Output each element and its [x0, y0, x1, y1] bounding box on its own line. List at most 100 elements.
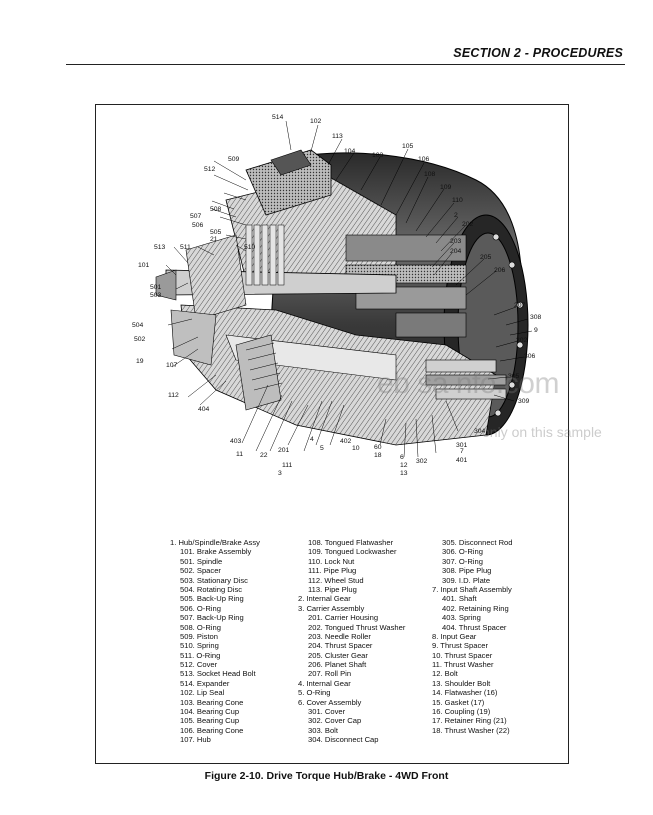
section-header: SECTION 2 - PROCEDURES [453, 46, 623, 60]
callout-5: 10 [352, 445, 360, 452]
legend-item: 513. Socket Head Bolt [180, 669, 256, 679]
legend-item: 506. O-Ring [180, 603, 221, 613]
legend-item: 401. Shaft [442, 594, 477, 604]
legend-item: 2. Internal Gear [298, 594, 351, 604]
brake-disc-pack [245, 224, 285, 286]
callout-109: 109 [440, 184, 452, 191]
callout-512: 509 [228, 156, 240, 163]
callout-303: 301 [456, 442, 468, 449]
legend-item: 403. Spring [442, 613, 481, 623]
figure-caption: Figure 2-10. Drive Torque Hub/Brake - 4W… [204, 770, 449, 782]
legend-item: 402. Retaining Ring [442, 603, 509, 613]
callout-302: 302 [516, 337, 528, 344]
legend-item: 308. Pipe Plug [442, 566, 492, 576]
legend-item: 8. Input Gear [432, 631, 477, 641]
legend-item: 207. Roll Pin [308, 669, 352, 679]
legend-item: 10. Thrust Spacer [432, 650, 493, 660]
legend-item: 3. Carrier Assembly [298, 603, 365, 613]
legend-item: 113. Pipe Plug [308, 584, 357, 594]
callout-509: 508 [210, 206, 222, 213]
callout-513: 101 [138, 262, 150, 269]
legend-item: 11. Thrust Washer [432, 660, 494, 670]
legend-item: 504. Rotating Disc [180, 584, 243, 594]
legend-item: 305. Disconnect Rod [442, 538, 513, 547]
legend-item: 404. Thrust Spacer [442, 622, 507, 632]
legend-item: 5. O-Ring [298, 688, 331, 698]
callout-514: 514 [272, 114, 284, 121]
legend-item: 108. Tongued Flatwasher [308, 538, 394, 547]
callout-4: 402 [340, 438, 352, 445]
legend-item: 511. O-Ring [180, 650, 221, 660]
callout-403: 11 [236, 451, 243, 458]
legend-item: 304. Disconnect Cap [308, 735, 379, 745]
legend-item: 7. Input Shaft Assembly [432, 584, 512, 594]
callout-207: 207 [514, 302, 526, 309]
legend-item: 15. Gasket (17) [432, 697, 485, 707]
callout-205: 205 [480, 254, 492, 261]
callout-507: 506 [192, 222, 204, 229]
callout-107: 112 [168, 392, 179, 399]
legend-item: 502. Spacer [180, 566, 221, 576]
callout-308: 308 [530, 314, 542, 321]
callout-404: 403 [230, 438, 242, 445]
cover-bolts [492, 233, 524, 417]
callout-102: 102 [310, 118, 322, 125]
legend-item: 17. Retainer Ring (21) [432, 716, 507, 726]
callout-402: 5 [320, 445, 324, 452]
callout-204: 204 [450, 248, 462, 255]
callout-111: 4 [310, 436, 314, 443]
exploded-hub-diagram: 514 102 113 104 103 105 106 108 109 110 … [132, 114, 542, 477]
watermark-notice: only on this sample [482, 424, 602, 440]
legend-item: 309. I.D. Plate [442, 575, 491, 585]
callout-202: 202 [462, 221, 474, 228]
callout-401: 401 [456, 457, 468, 464]
legend-item: 306. O-Ring [442, 547, 483, 557]
callout-505: 21 [210, 236, 218, 243]
callout-508: 507 [190, 213, 202, 220]
legend-item: 307. O-Ring [442, 556, 483, 566]
legend-item: 503. Stationary Disc [180, 575, 248, 585]
callout-103: 103 [372, 152, 384, 159]
legend-item: 103. Bearing Cone [180, 697, 244, 707]
callout-101: 501 [150, 284, 162, 291]
callout-104: 104 [344, 148, 356, 155]
legend-item: 13. Shoulder Bolt [432, 678, 491, 688]
legend-item: 508. O-Ring [180, 622, 221, 632]
leader-lines [165, 120, 533, 458]
callout-9: 9 [534, 327, 538, 334]
callout-2: 2 [454, 212, 458, 219]
legend-item: 512. Cover [180, 660, 218, 670]
legend-item: 14. Flatwasher (16) [432, 688, 498, 698]
legend-item: 112. Wheel Stud [308, 575, 364, 585]
legend-item: 501. Spindle [180, 556, 223, 566]
legend-item: 109. Tongued Lockwasher [308, 547, 397, 557]
callout-504: 502 [134, 336, 146, 343]
callout-506: 505 [210, 229, 222, 236]
legend-item: 104. Bearing Cup [180, 707, 240, 717]
callout-106: 106 [418, 156, 430, 163]
callout-18: 13 [400, 470, 408, 477]
callout-labels: 514 102 113 104 103 105 106 108 109 110 … [132, 114, 542, 477]
callout-3: 111 [282, 462, 293, 469]
legend-item: 4. Internal Gear [298, 678, 351, 688]
callout-201: 3 [278, 470, 282, 477]
legend-item: 204. Thrust Spacer [308, 641, 373, 651]
watermark-site: eb sa nfo.com [377, 367, 559, 400]
legend-item: 303. Bolt [308, 725, 338, 735]
legend-item: 206. Planet Shaft [308, 660, 367, 670]
callout-6: 302 [416, 458, 428, 465]
callout-203: 203 [450, 238, 462, 245]
header-rule [66, 64, 625, 65]
callout-511: 513 [154, 244, 166, 251]
input-shaft [425, 359, 507, 400]
callout-503: 504 [132, 322, 144, 329]
callout-19: 107 [166, 362, 178, 369]
legend-item: 101. Brake Assembly [180, 547, 252, 557]
figure-frame: 514 102 113 104 103 105 106 108 109 110 … [95, 104, 569, 764]
callout-21: 510 [244, 244, 256, 251]
callout-13: 12 [400, 462, 408, 469]
callout-306: 306 [524, 353, 536, 360]
legend-item: 1. Hub/Spindle/Brake Assy [170, 538, 260, 547]
